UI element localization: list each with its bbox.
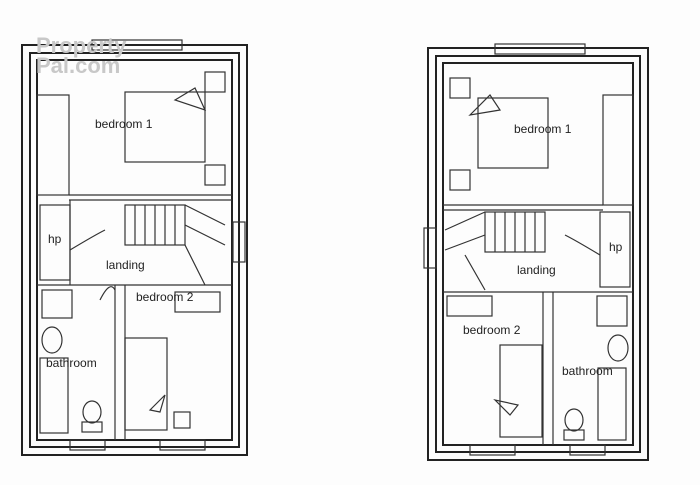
right-hp-label: hp [609,240,623,254]
right-landing-label: landing [517,263,556,277]
watermark-line-1: Property [36,33,127,58]
watermark-logo: Property Pal.com [36,33,127,78]
left-bedroom-2-label: bedroom 2 [136,290,194,304]
right-bedroom-1-label: bedroom 1 [514,122,572,136]
plan-left [21,39,248,456]
right-bathroom-label: bathroom [562,364,613,378]
watermark-line-2: Pal.com [36,53,121,78]
left-landing-label: landing [106,258,145,272]
left-bathroom-label: bathroom [46,356,97,370]
right-bedroom-2-label: bedroom 2 [463,323,521,337]
left-hp-label: hp [48,232,62,246]
left-bedroom-1-label: bedroom 1 [95,117,153,131]
plan-right [423,43,649,461]
